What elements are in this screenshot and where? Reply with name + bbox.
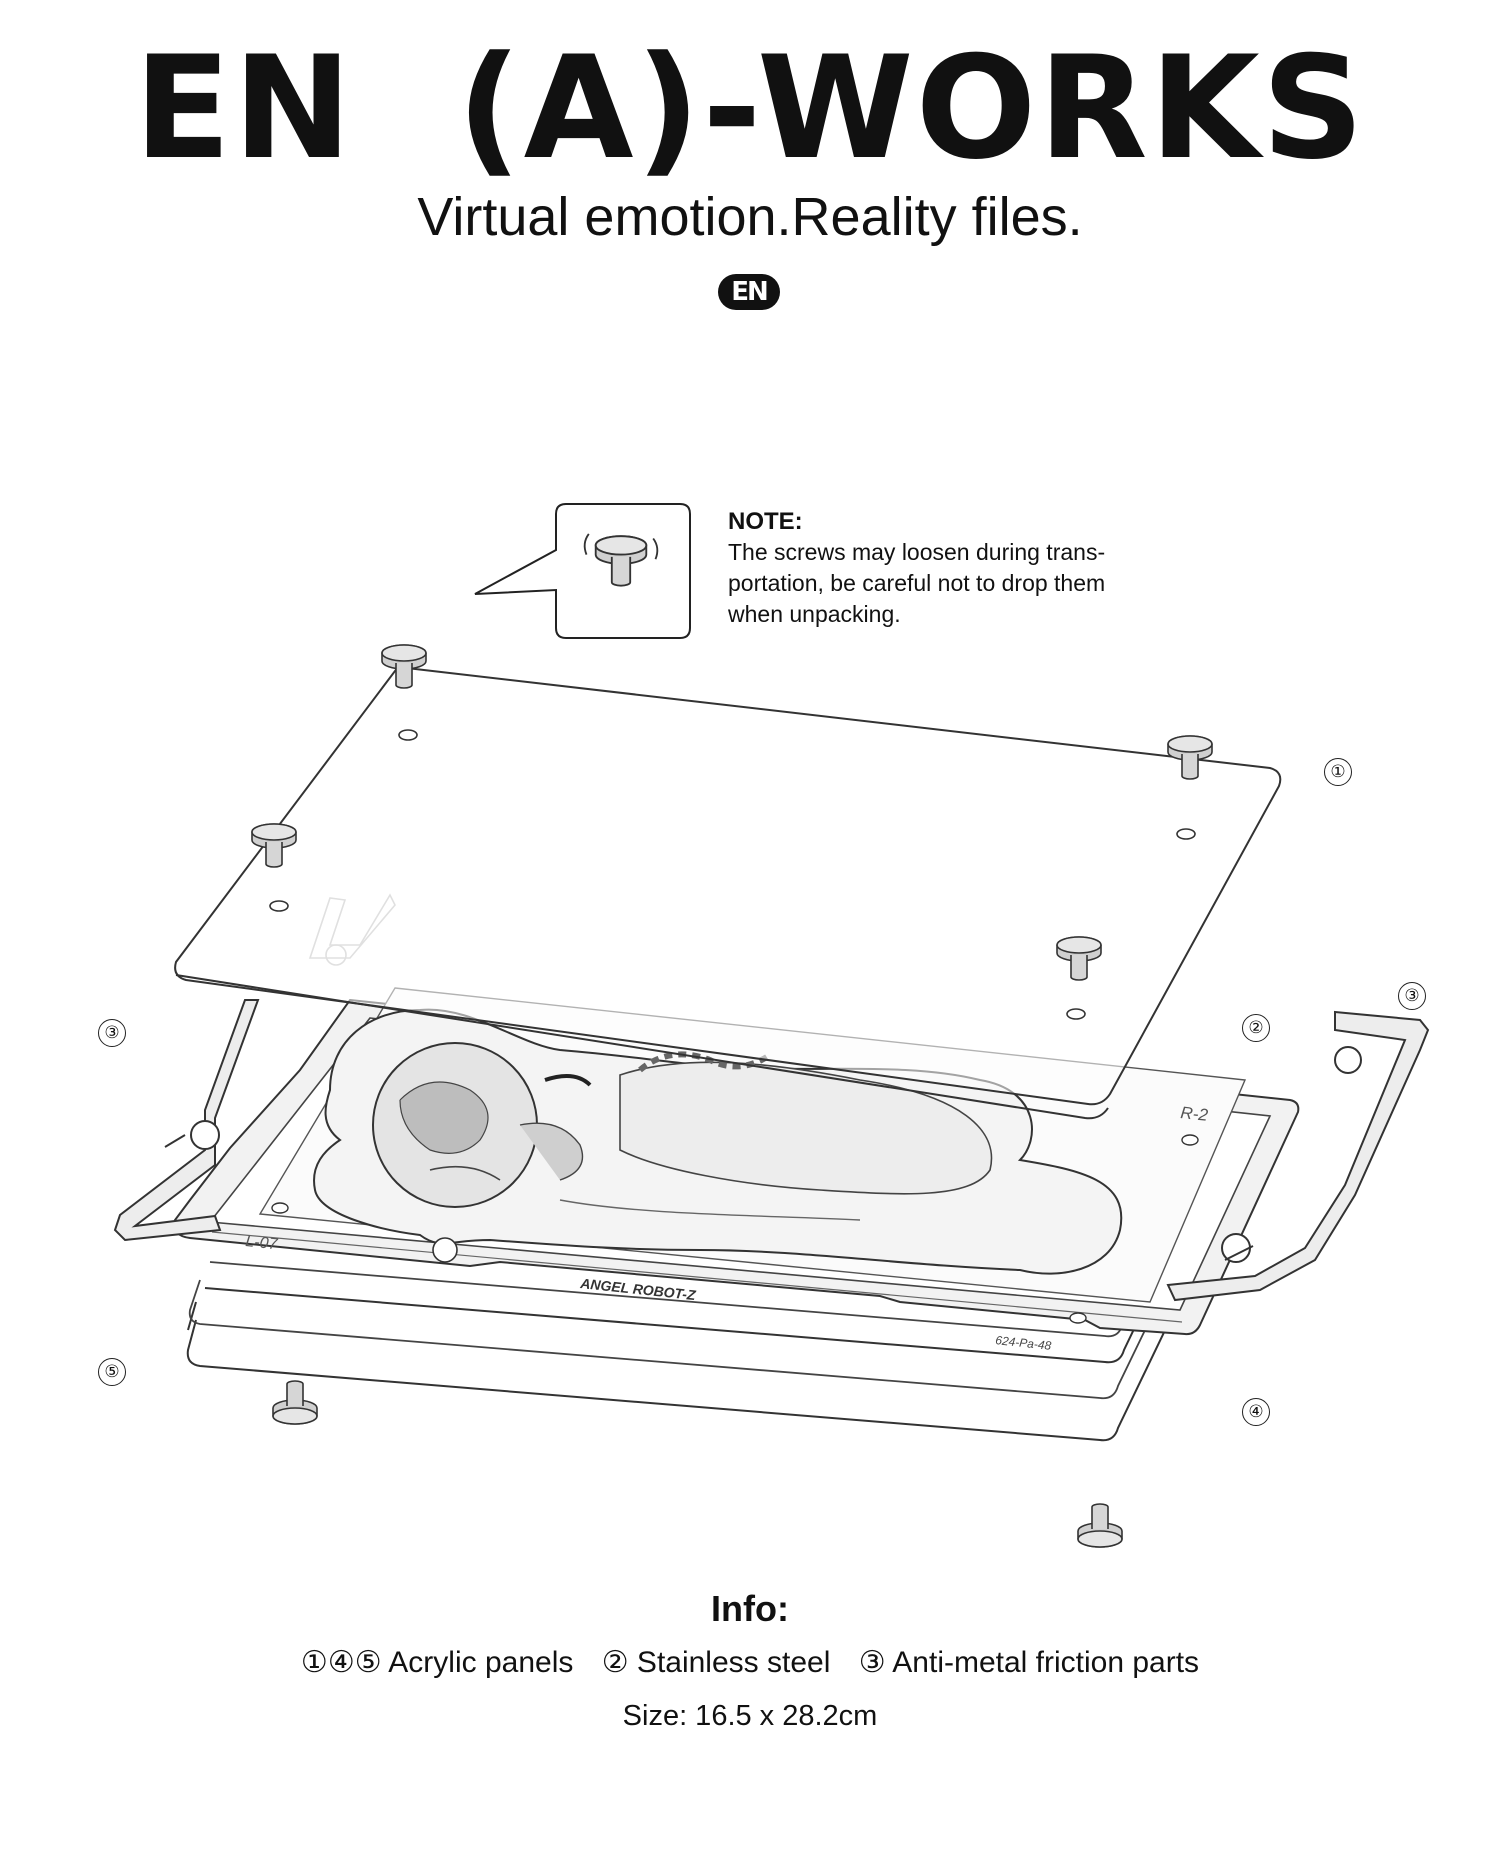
serial-label: 624-Pa-48 <box>995 1333 1053 1353</box>
panel-label-right: R-2 <box>1180 1103 1210 1125</box>
note-line: when unpacking. <box>728 601 901 627</box>
friction-clip-right <box>1166 1010 1430 1302</box>
screw-bottom-right <box>1077 1503 1123 1548</box>
callout-2-stainless-steel: ② <box>1242 1014 1270 1042</box>
info-part-acrylic: ①④⑤ Acrylic panels <box>300 1646 574 1679</box>
callout-4-middle-acrylic: ④ <box>1242 1398 1270 1426</box>
en-logo-text: EN <box>731 277 769 307</box>
info-parts-list: ①④⑤ Acrylic panels ② Stainless steel ③ A… <box>0 1645 1500 1680</box>
callout-3-friction-left: ③ <box>98 1019 126 1047</box>
note-line: The screws may loosen during trans- <box>728 539 1106 565</box>
panel-hole <box>1181 1134 1199 1146</box>
info-part-friction: ③ Anti-metal friction parts <box>858 1646 1200 1679</box>
panel-hole <box>271 1202 289 1214</box>
top-acrylic-panel <box>174 665 1282 1120</box>
info-part-steel: ② Stainless steel <box>601 1646 831 1679</box>
panel-label-left: L-07 <box>245 1233 280 1253</box>
bottom-acrylic-panel <box>186 1159 1212 1442</box>
note-body: The screws may loosen during trans- port… <box>728 537 1168 630</box>
friction-clip-left <box>113 999 260 1242</box>
callout-3-friction-right: ③ <box>1398 982 1426 1010</box>
callout-5-bottom-acrylic: ⑤ <box>98 1358 126 1386</box>
note-callout-bubble <box>474 503 691 639</box>
callout-1-top-acrylic: ① <box>1324 758 1352 786</box>
note-line: portation, be careful not to drop them <box>728 570 1106 596</box>
screw-bottom-left <box>272 1380 318 1425</box>
panel-hole <box>1069 1312 1087 1324</box>
screw-icon <box>583 533 659 587</box>
product-name-label: ANGEL ROBOT-Z <box>579 1275 697 1303</box>
brand-tagline: Virtual emotion.Reality files. <box>417 187 1083 247</box>
info-size: Size: 16.5 x 28.2cm <box>622 1700 878 1732</box>
info-title: Info: <box>711 1588 789 1629</box>
en-logo: EN <box>718 274 780 310</box>
note-title: NOTE: <box>728 508 803 535</box>
brand-title: EN (A)-WORKS <box>134 26 1366 191</box>
